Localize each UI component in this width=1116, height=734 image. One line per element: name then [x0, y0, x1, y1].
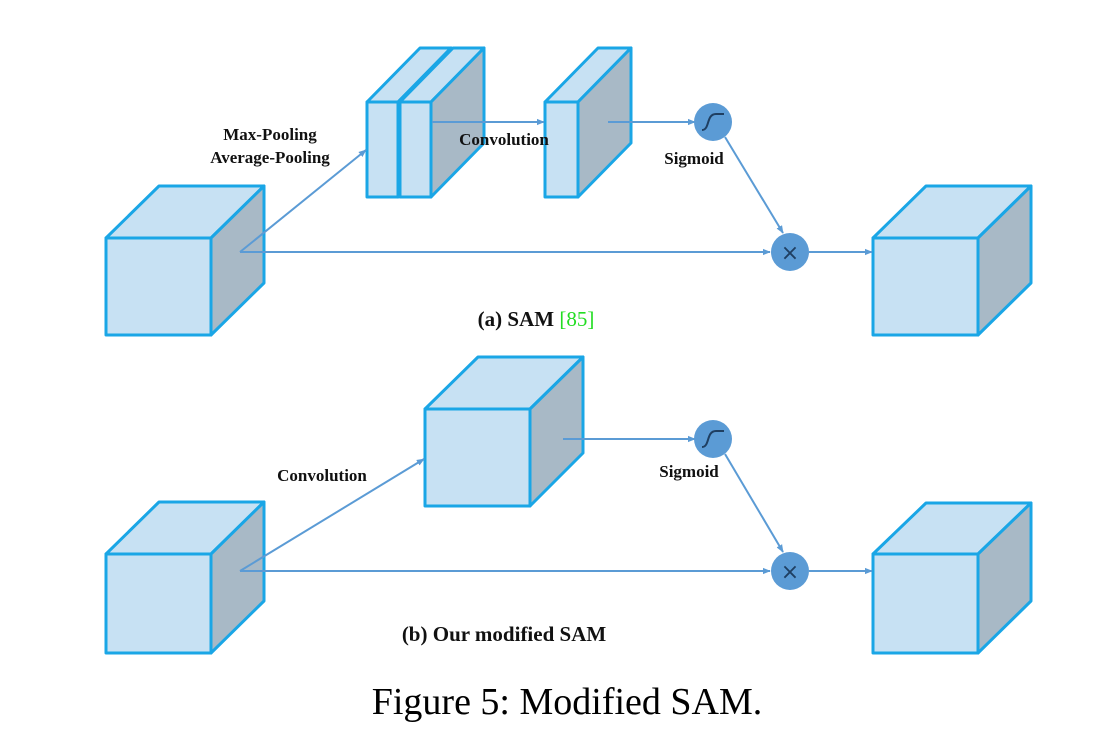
label-sigmoid-b: Sigmoid — [659, 462, 719, 481]
input-feature-cube-b — [104, 500, 266, 655]
arrow-input-to-conv — [239, 458, 425, 572]
sigmoid-node-b — [694, 420, 732, 458]
label-average-pooling: Average-Pooling — [210, 148, 330, 167]
arrow-input-to-pooling — [239, 149, 367, 253]
caption-panel-b: (b) Our modified SAM — [402, 622, 607, 646]
panel-b: × Convolution Sigmoid (b) Our modified S… — [104, 355, 1033, 655]
label-convolution-a: Convolution — [459, 130, 549, 149]
convolution-slab-a — [543, 46, 633, 199]
caption-panel-a: (a) SAM [85] — [478, 307, 595, 331]
input-feature-cube-a — [104, 184, 266, 337]
output-feature-cube-b — [871, 501, 1033, 655]
multiply-icon: × — [781, 560, 799, 585]
label-sigmoid-a: Sigmoid — [664, 149, 724, 168]
citation-85[interactable]: [85] — [559, 307, 594, 331]
multiply-icon: × — [781, 241, 799, 266]
figure-caption: Figure 5: Modified SAM. — [372, 681, 763, 723]
arrow-sigmoid-to-multiply — [724, 136, 784, 234]
panel-a: × Max-Pooling Average-Pooling Convolutio… — [104, 46, 1033, 337]
label-max-pooling: Max-Pooling — [223, 125, 317, 144]
multiply-node-b: × — [771, 552, 809, 590]
multiply-node-a: × — [771, 233, 809, 271]
sigmoid-curve-icon — [701, 113, 724, 131]
sigmoid-curve-icon — [701, 430, 724, 448]
convolution-cube-b — [423, 355, 585, 508]
output-feature-cube-a — [871, 184, 1033, 337]
arrow-sigmoid-to-multiply-b — [724, 453, 784, 553]
label-convolution-b: Convolution — [277, 466, 367, 485]
sigmoid-node-a — [694, 103, 732, 141]
